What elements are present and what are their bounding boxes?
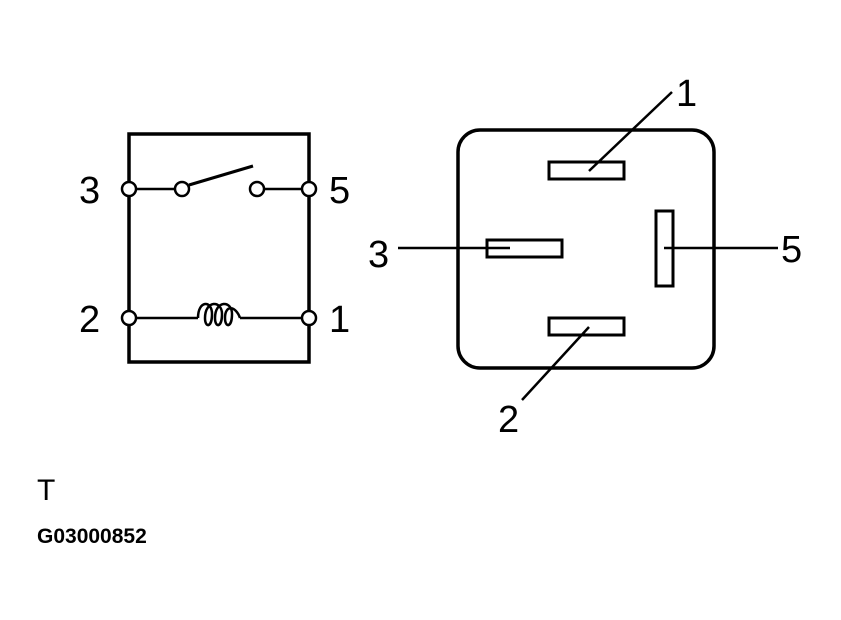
schematic-label-1: 1 <box>329 299 350 341</box>
schematic-label-2: 2 <box>79 299 100 341</box>
pin-1-blade <box>547 160 626 181</box>
relay-schematic: 3 5 2 1 <box>79 132 350 364</box>
connector-label-2: 2 <box>498 399 519 441</box>
terminal-3-node <box>120 180 138 198</box>
schematic-label-5: 5 <box>329 170 350 212</box>
connector-label-1: 1 <box>676 73 697 115</box>
switch-circuit <box>120 164 318 198</box>
schematic-frame <box>127 132 311 364</box>
view-mark: T <box>37 474 55 507</box>
connector-label-3: 3 <box>368 234 389 276</box>
relay-connector: 1 3 5 2 <box>368 73 802 441</box>
coil-icon <box>196 302 242 327</box>
switch-fixed-contact <box>248 180 266 198</box>
pin-2-blade <box>547 316 626 337</box>
terminal-2-node <box>120 309 138 327</box>
switch-arm <box>188 164 254 187</box>
coil-circuit <box>120 302 318 327</box>
terminal-5-node <box>300 180 318 198</box>
figure-code: G03000852 <box>37 525 147 548</box>
schematic-label-3: 3 <box>79 170 100 212</box>
switch-pivot-contact <box>173 180 191 198</box>
leader-line-2 <box>521 326 590 401</box>
terminal-1-node <box>300 309 318 327</box>
leader-line-1 <box>588 91 673 172</box>
connector-label-5: 5 <box>781 229 802 271</box>
